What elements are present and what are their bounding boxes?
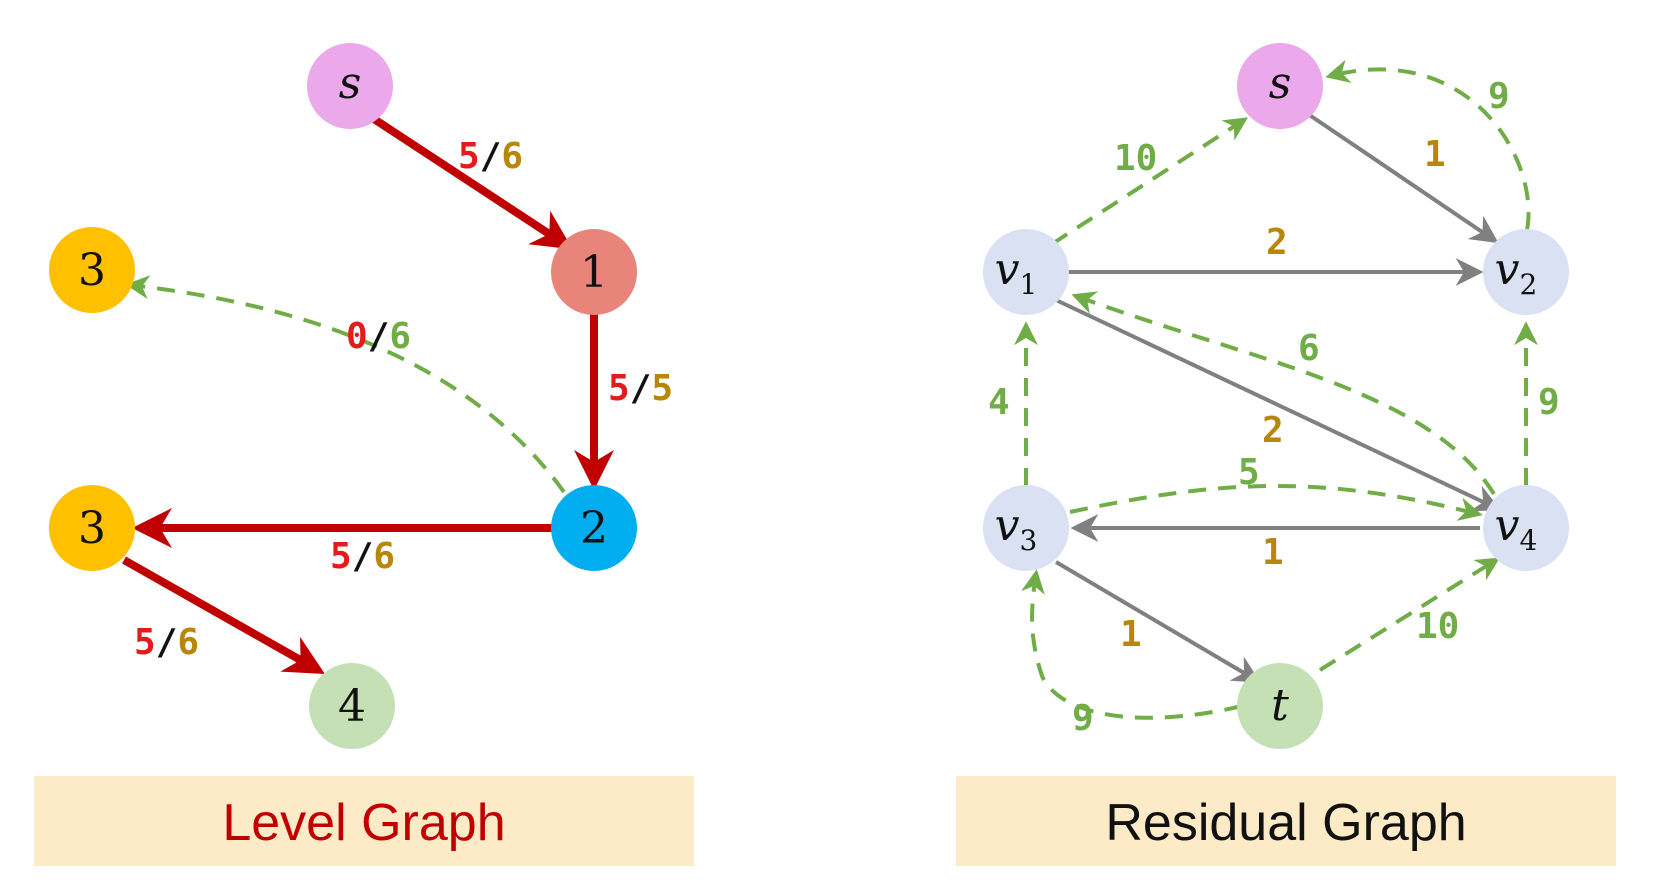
separator: / xyxy=(630,368,652,409)
level-edge-3-4 xyxy=(122,556,325,674)
residual-node-v4: v4 xyxy=(1483,485,1569,571)
flow-value: 0 xyxy=(346,316,368,357)
node-label: 2 xyxy=(580,503,608,554)
node-label: t xyxy=(1271,680,1289,731)
residual-node-t: t xyxy=(1237,663,1323,749)
separator: / xyxy=(368,316,390,357)
residual-label-t-v3: 9 xyxy=(1072,698,1094,739)
residual-label-v3-v1: 4 xyxy=(988,382,1010,423)
residual-edge-t-v3 xyxy=(1021,569,1243,720)
node-label: v3 xyxy=(995,500,1038,557)
node-label: 4 xyxy=(338,681,366,732)
residual-edge-v1-s xyxy=(1050,117,1249,246)
level-edge-s-1 xyxy=(371,115,573,250)
residual-label-v3-t: 1 xyxy=(1120,614,1142,655)
capacity-value: 5 xyxy=(651,368,673,409)
capacity-value: 6 xyxy=(373,536,395,577)
separator: / xyxy=(156,622,178,663)
residual-edge-v3-t xyxy=(1054,560,1261,683)
residual-edge-v2-s xyxy=(1325,59,1531,231)
capacity-value: 6 xyxy=(389,316,411,357)
residual-edge-v4-v1 xyxy=(1071,291,1496,496)
residual-label-t-v4: 10 xyxy=(1416,606,1459,647)
caption-text: Residual Graph xyxy=(1105,794,1466,852)
residual-label-v4-v2: 9 xyxy=(1538,382,1560,423)
flow-value: 5 xyxy=(134,622,156,663)
node-label: 3 xyxy=(78,245,106,296)
residual-label-s-v2: 1 xyxy=(1424,134,1446,175)
residual-label-v3-v4: 5 xyxy=(1238,452,1260,493)
flow-value: 5 xyxy=(608,368,630,409)
residual-label-v1-v2: 2 xyxy=(1266,222,1288,263)
residual-node-s: s xyxy=(1237,43,1323,129)
level-edge-label-2-3bottom: 5/6 xyxy=(330,536,395,577)
node-label: v2 xyxy=(1495,244,1538,301)
residual-label-v1-s: 10 xyxy=(1114,138,1157,179)
separator: / xyxy=(480,136,502,177)
residual-edge-t-v4 xyxy=(1318,557,1501,672)
level-node-1: 1 xyxy=(551,229,637,315)
capacity-value: 6 xyxy=(177,622,199,663)
level-edge-label-s-1: 5/6 xyxy=(458,136,523,177)
level-node-2: 2 xyxy=(551,485,637,571)
level-edge-2-3top xyxy=(125,275,566,494)
residual-graph-caption: Residual Graph xyxy=(956,776,1616,866)
node-label: 1 xyxy=(580,247,608,298)
node-label: s xyxy=(339,58,362,109)
node-label: s xyxy=(1269,58,1292,109)
residual-graph: 1 9 10 2 6 4 9 2 5 1 1 10 9 s v1 v2 v3 xyxy=(956,43,1616,866)
residual-label-v4-v1: 6 xyxy=(1298,328,1320,369)
residual-node-v1: v1 xyxy=(983,229,1069,315)
level-graph: 5/6 5/5 0/6 5/6 5/6 s 1 3 2 xyxy=(34,43,694,866)
node-label: v1 xyxy=(995,244,1038,301)
residual-edge-v1-v4 xyxy=(1055,298,1502,512)
level-graph-caption: Level Graph xyxy=(34,776,694,866)
caption-text: Level Graph xyxy=(222,794,505,852)
level-edge-label-1-2: 5/5 xyxy=(608,368,673,409)
level-node-3-top: 3 xyxy=(49,227,135,313)
level-node-3-bottom: 3 xyxy=(49,485,135,571)
residual-label-v1-v4: 2 xyxy=(1262,410,1284,451)
level-node-s: s xyxy=(307,43,393,129)
flow-value: 5 xyxy=(458,136,480,177)
level-edge-label-2-3top: 0/6 xyxy=(346,316,411,357)
capacity-value: 6 xyxy=(501,136,523,177)
level-edge-label-3-4: 5/6 xyxy=(134,622,199,663)
level-node-4: 4 xyxy=(309,663,395,749)
residual-label-v4-v3: 1 xyxy=(1262,532,1284,573)
separator: / xyxy=(352,536,374,577)
residual-edge-s-v2 xyxy=(1306,112,1499,244)
residual-node-v2: v2 xyxy=(1483,229,1569,315)
residual-edge-v3-v4 xyxy=(1069,483,1483,521)
flow-value: 5 xyxy=(330,536,352,577)
residual-label-v2-s: 9 xyxy=(1488,76,1510,117)
residual-node-v3: v3 xyxy=(983,485,1069,571)
node-label: 3 xyxy=(78,503,106,554)
node-label: v4 xyxy=(1495,500,1538,557)
